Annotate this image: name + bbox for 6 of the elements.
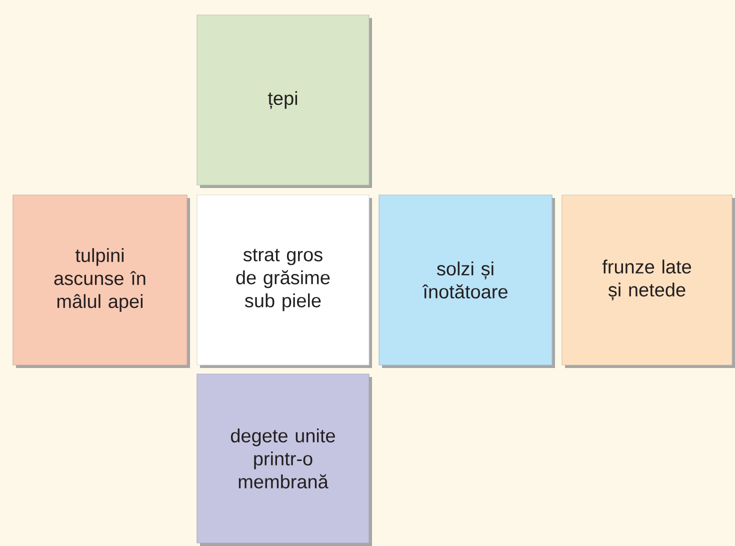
text-box: țepi (196, 14, 372, 188)
text-box: degete unite printr-o membrană (196, 374, 372, 546)
text-box: solzi și înotătoare (378, 194, 555, 368)
text-box: tulpini ascunse în mâlul apei (12, 194, 190, 368)
text-box: strat gros de grăsime sub piele (196, 194, 372, 368)
text-box: frunze late și netede (562, 194, 735, 368)
